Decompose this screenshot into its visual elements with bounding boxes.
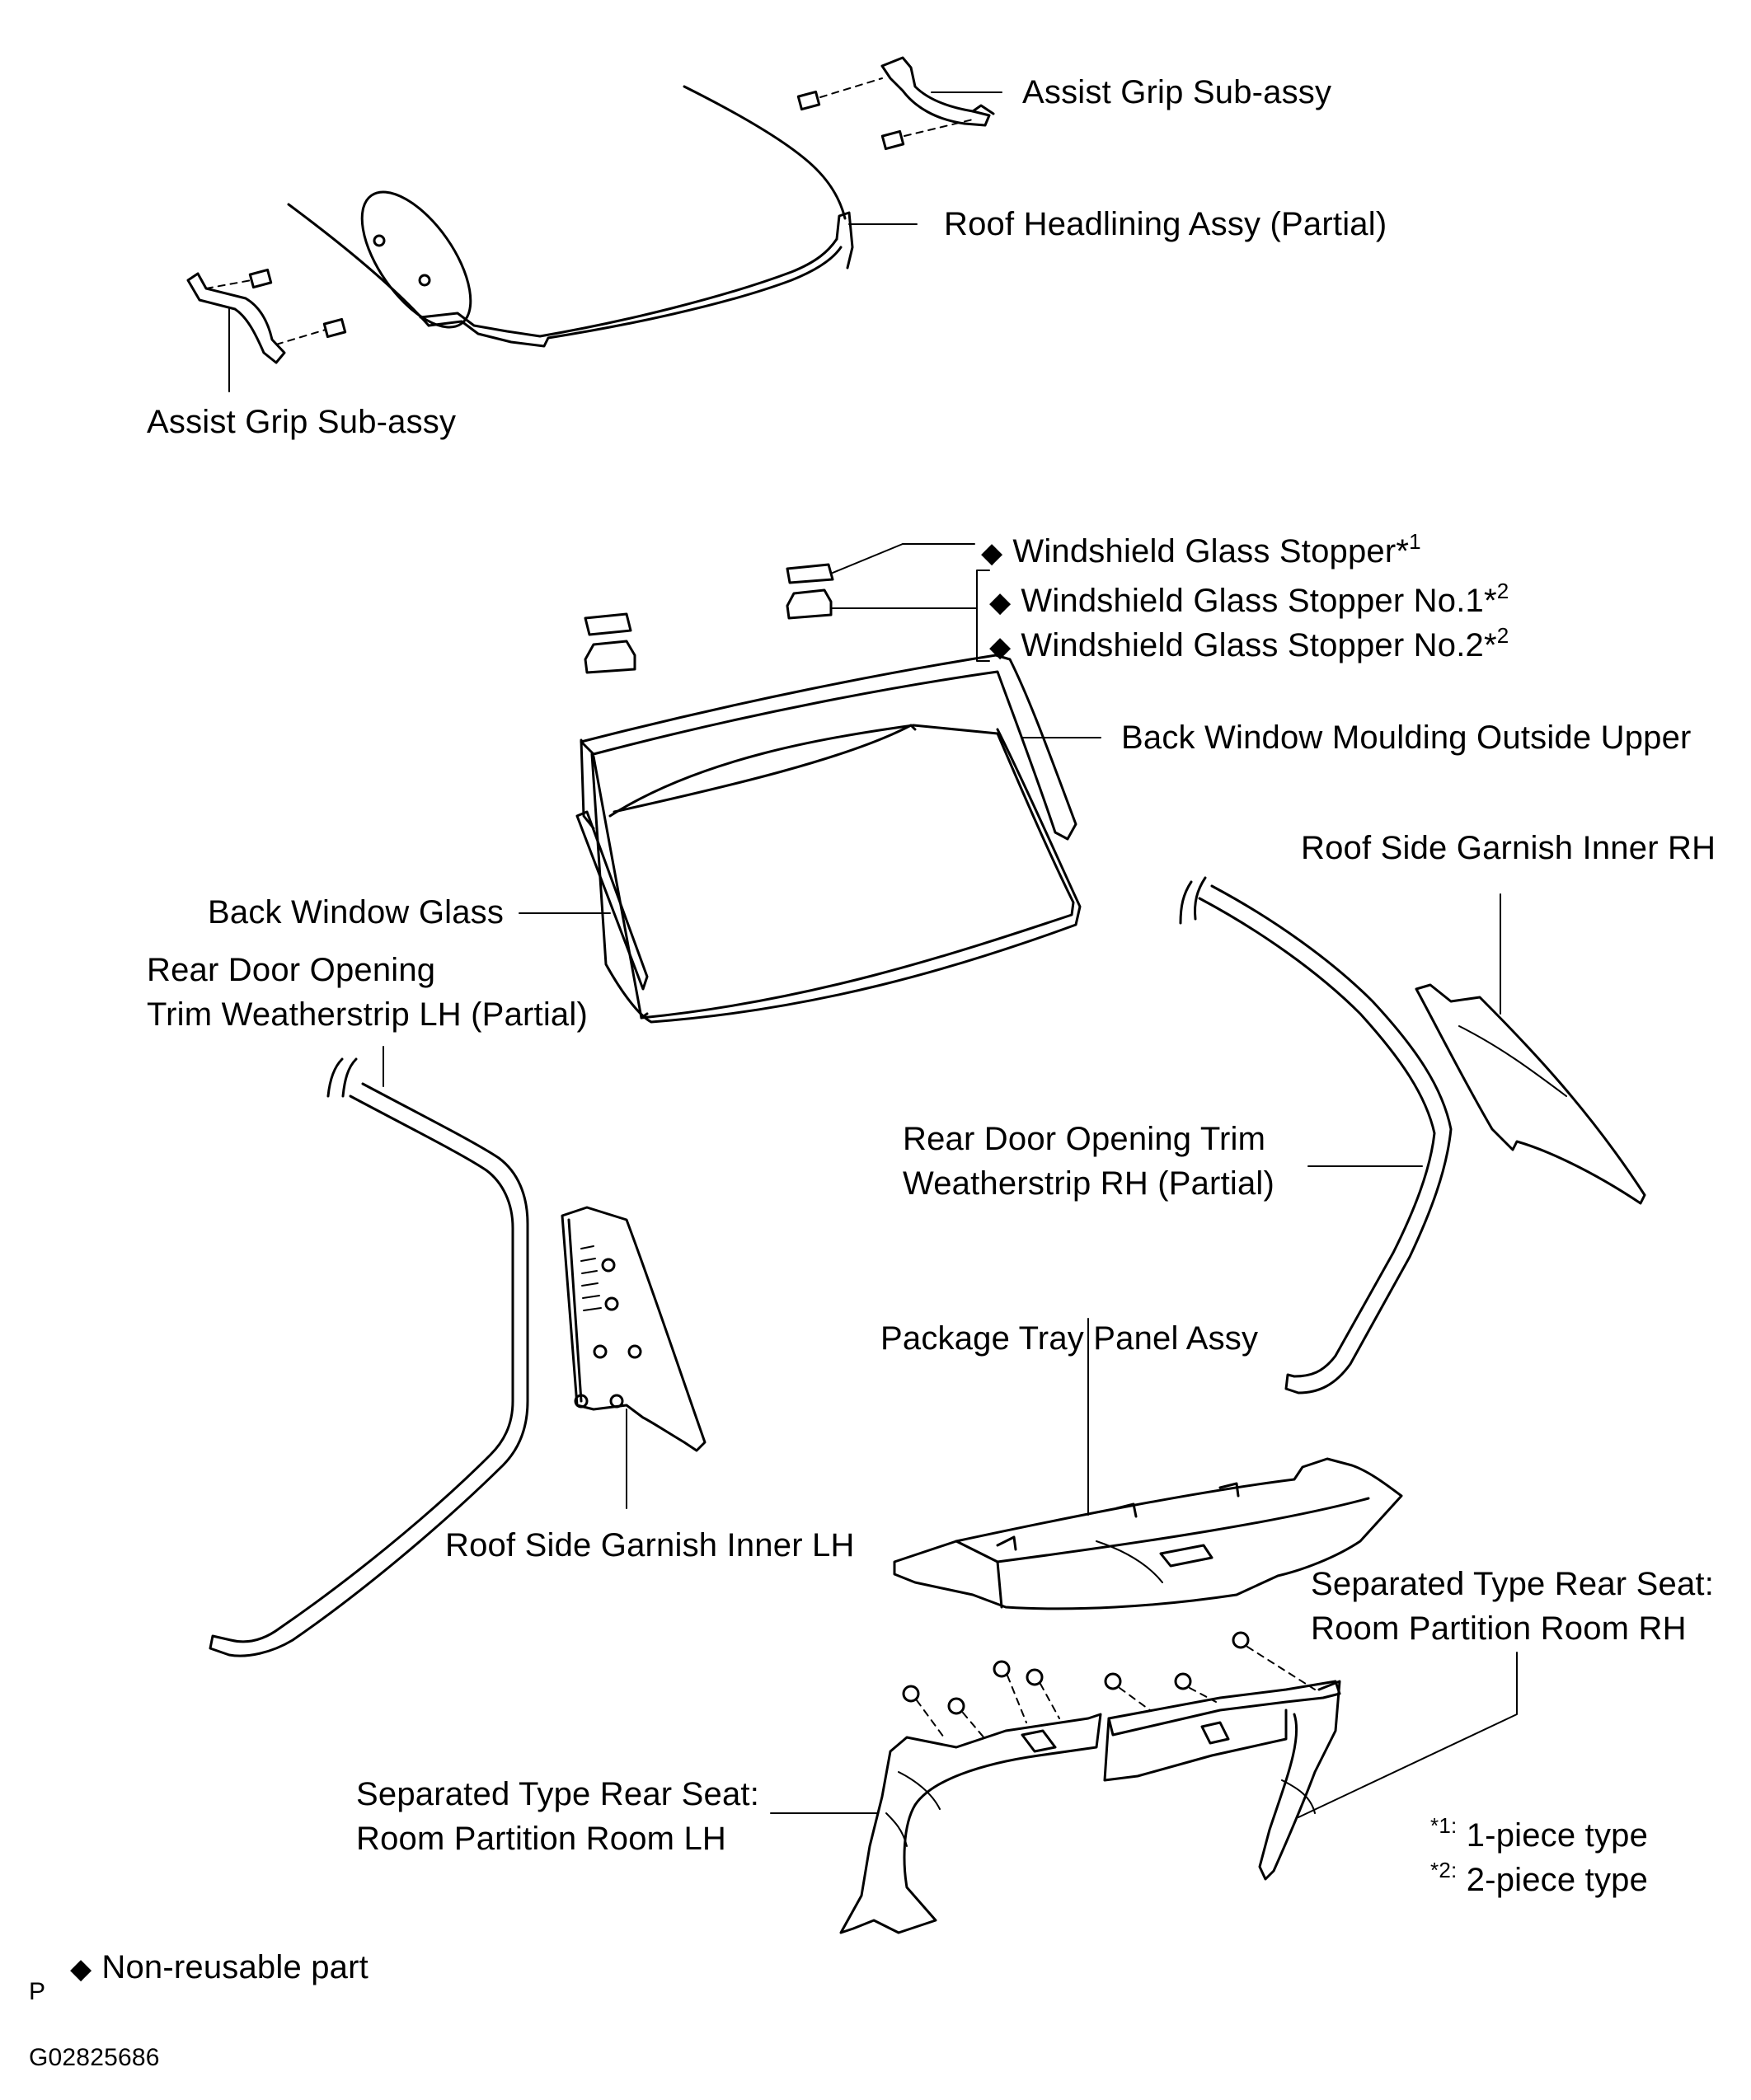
legend-non-reusable: ◆Non-reusable part xyxy=(70,1949,369,1985)
garnish-rh-drawing xyxy=(1416,894,1645,1203)
partition-fasteners xyxy=(904,1633,1315,1739)
partition-lh-drawing xyxy=(771,1714,1101,1933)
label-weatherstrip-lh-line2: Trim Weatherstrip LH (Partial) xyxy=(147,996,588,1033)
partition-rh-drawing xyxy=(1105,1652,1517,1879)
weatherstrip-rh-drawing xyxy=(1181,878,1451,1393)
label-ws-stopper-no1: ◆Windshield Glass Stopper No.1*2 xyxy=(989,579,1509,619)
label-weatherstrip-rh-line1: Rear Door Opening Trim xyxy=(903,1121,1266,1157)
label-weatherstrip-lh-line1: Rear Door Opening xyxy=(147,952,436,988)
back-window-drawing xyxy=(519,655,1101,1022)
label-partition-rh-line1: Separated Type Rear Seat: xyxy=(1311,1566,1715,1602)
label-partition-lh-line1: Separated Type Rear Seat: xyxy=(356,1776,760,1812)
label-weatherstrip-rh-line2: Weatherstrip RH (Partial) xyxy=(903,1165,1275,1202)
note-2-piece: *2: 2-piece type xyxy=(1430,1858,1649,1898)
label-ws-stopper-no2: ◆Windshield Glass Stopper No.2*2 xyxy=(989,623,1509,663)
label-assist-grip-upper: Assist Grip Sub-assy xyxy=(1022,74,1332,110)
assist-grip-lower-drawing xyxy=(188,270,345,391)
package-tray-drawing xyxy=(894,1319,1401,1609)
label-ws-stopper: ◆Windshield Glass Stopper*1 xyxy=(981,529,1421,570)
non-reusable-diamond-icon: ◆ xyxy=(989,631,1012,663)
non-reusable-diamond-icon: ◆ xyxy=(70,1953,92,1985)
label-partition-lh-line2: Room Partition Room LH xyxy=(356,1821,727,1857)
roof-dome-light-recess xyxy=(341,174,492,345)
label-package-tray: Package Tray Panel Assy xyxy=(880,1320,1259,1357)
weatherstrip-lh-drawing xyxy=(210,1047,528,1656)
ws-stoppers-drawing xyxy=(585,544,989,673)
assist-grip-upper-drawing xyxy=(798,58,1002,149)
label-assist-grip-lower: Assist Grip Sub-assy xyxy=(147,404,457,440)
label-partition-rh-line2: Room Partition Room RH xyxy=(1311,1610,1687,1647)
label-roof-side-garnish-rh: Roof Side Garnish Inner RH xyxy=(1301,830,1716,866)
roof-headlining-drawing xyxy=(289,87,852,346)
page-mark: P xyxy=(29,1978,46,2005)
non-reusable-diamond-icon: ◆ xyxy=(989,587,1012,618)
label-moulding-upper: Back Window Moulding Outside Upper xyxy=(1121,720,1692,756)
garnish-lh-drawing xyxy=(562,1207,705,1508)
label-roof-side-garnish-lh: Roof Side Garnish Inner LH xyxy=(445,1527,855,1563)
non-reusable-diamond-icon: ◆ xyxy=(981,537,1003,569)
figure-id: G02825686 xyxy=(29,2044,160,2071)
note-1-piece: *1: 1-piece type xyxy=(1430,1813,1649,1854)
label-roof-headlining: Roof Headlining Assy (Partial) xyxy=(944,206,1387,242)
label-back-window-glass: Back Window Glass xyxy=(208,894,505,930)
